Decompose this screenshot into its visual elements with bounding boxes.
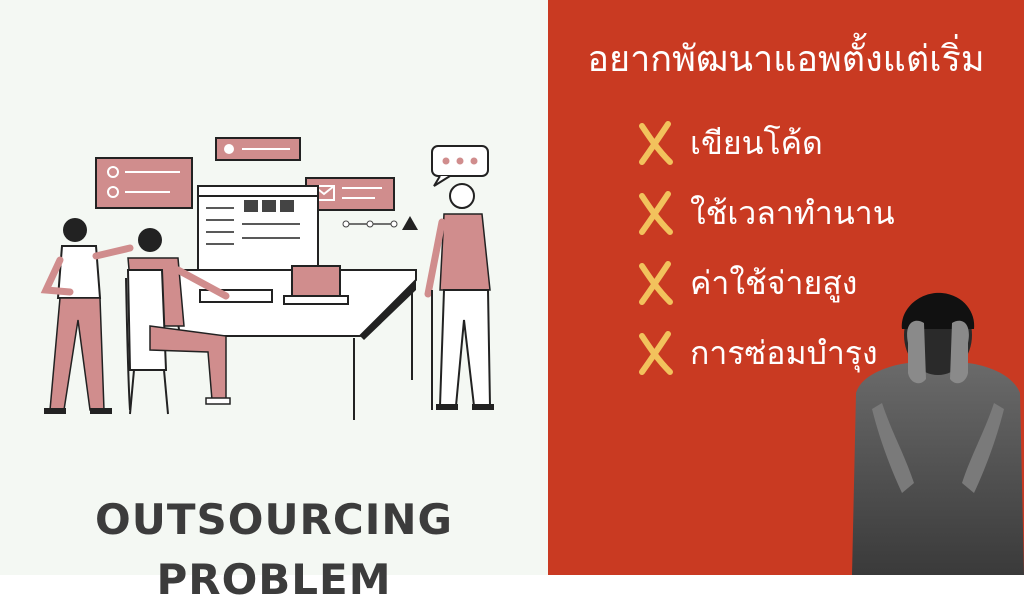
x-mark-icon (639, 191, 673, 235)
check-card-icon (215, 137, 301, 161)
right-panel: อยากพัฒนาแอพตั้งแต่เริ่ม เขียนโค้ด ใช้เว… (548, 0, 1024, 575)
seated-person-icon (125, 228, 231, 415)
x-mark-icon (639, 121, 673, 165)
chat-bubble-icon (431, 145, 489, 187)
problem-item-label: ใช้เวลาทำนาน (690, 193, 895, 232)
headline: อยากพัฒนาแอพตั้งแต่เริ่ม (587, 39, 985, 80)
desk-icon (168, 265, 417, 420)
problem-item-label: การซ่อมบำรุง (690, 333, 878, 372)
left-panel: OUTSOURCING PROBLEM (0, 0, 548, 604)
problem-item-label: เขียนโค้ด (690, 123, 823, 162)
problem-item: เขียนโค้ด (636, 108, 895, 178)
problem-item-label: ค่าใช้จ่ายสูง (690, 263, 858, 302)
problem-item: ใช้เวลาทำนาน (636, 178, 895, 248)
warning-icon (342, 216, 418, 230)
problem-item: ค่าใช้จ่ายสูง (636, 248, 895, 318)
standing-person-icon (40, 218, 134, 414)
x-mark-icon (639, 331, 673, 375)
profile-card-icon (95, 157, 193, 209)
elderly-person-icon (424, 183, 494, 410)
problem-item: การซ่อมบำรุง (636, 318, 895, 388)
outsourcing-problem-title: OUTSOURCING PROBLEM (95, 495, 453, 604)
team-working-illustration (40, 137, 494, 420)
problem-list: เขียนโค้ด ใช้เวลาทำนาน ค่าใช้จ่ายสูง การ… (636, 108, 895, 388)
stressed-person-photo (852, 292, 1024, 575)
mail-card-icon (305, 177, 395, 211)
x-mark-icon (639, 261, 673, 305)
